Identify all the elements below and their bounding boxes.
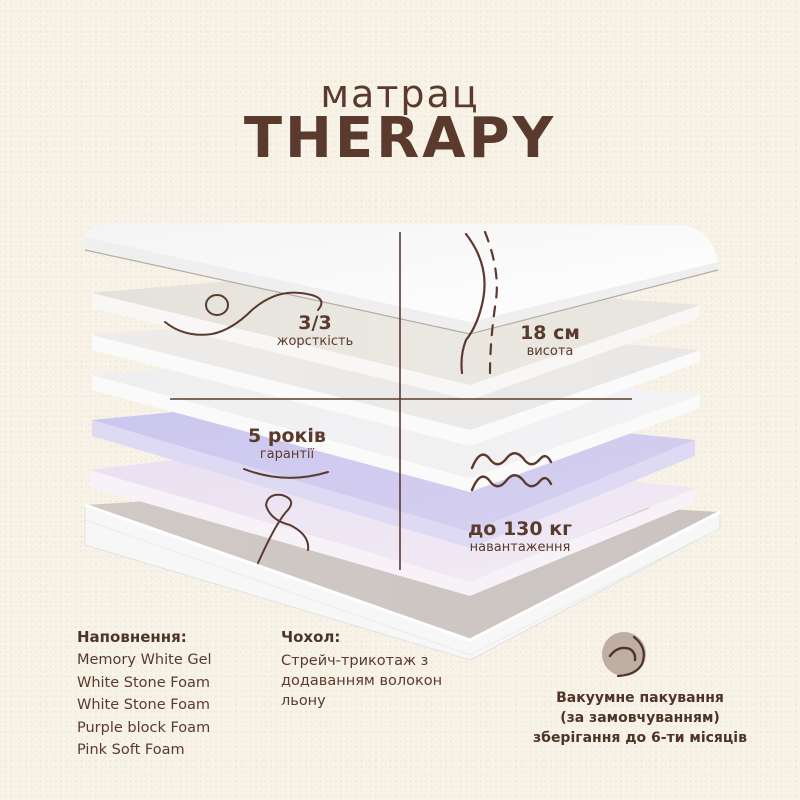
page-subtitle: матрац [320, 72, 480, 116]
load-value: до 130 кг [467, 518, 573, 540]
warranty-label: гарантії [259, 447, 315, 462]
filling-title: Наповнення: [77, 628, 187, 646]
filling-item: White Stone Foam [77, 674, 210, 691]
feature-warranty: 5 років гарантії [232, 425, 342, 462]
height-value: 18 см [520, 322, 580, 344]
vacuum-roll-icon [602, 632, 646, 678]
packaging-line-2: (за замовчуванням) [560, 710, 720, 726]
packaging-line-1: Вакуумне пакування [556, 690, 724, 706]
height-label: висота [526, 344, 574, 359]
filling-item: Memory White Gel [77, 652, 212, 668]
filling-list: Memory White Gel White Stone Foam White … [77, 649, 212, 762]
feature-firmness: 3/3 жорсткість [255, 312, 375, 349]
spine-curve-icon [460, 230, 498, 375]
double-wave-icon [470, 452, 553, 492]
firmness-value: 3/3 [298, 312, 332, 334]
smile-curve-icon [243, 468, 329, 479]
loop-thread-icon [257, 493, 310, 564]
cover-title: Чохол: [281, 628, 341, 646]
filling-item: Pink Soft Foam [77, 742, 185, 758]
curve-squiggle-icon [164, 291, 323, 336]
page-title: THERAPY [243, 106, 557, 171]
warranty-value: 5 років [248, 425, 326, 447]
filling-item: White Stone Foam [77, 697, 210, 713]
filling-item: Purple block Foam [77, 719, 211, 736]
packaging-line-3: зберігання до 6-ти місяців [533, 730, 747, 746]
load-label: навантаження [469, 540, 571, 555]
firmness-label: жорсткість [276, 334, 354, 349]
packaging-info: Вакуумне пакування (за замовчуванням) зб… [500, 688, 780, 748]
cover-description: Стрейч-трикотаж з додаванням волокон льо… [281, 653, 443, 709]
feature-height: 18 см висота [500, 322, 600, 359]
feature-load: до 130 кг навантаження [455, 518, 585, 555]
